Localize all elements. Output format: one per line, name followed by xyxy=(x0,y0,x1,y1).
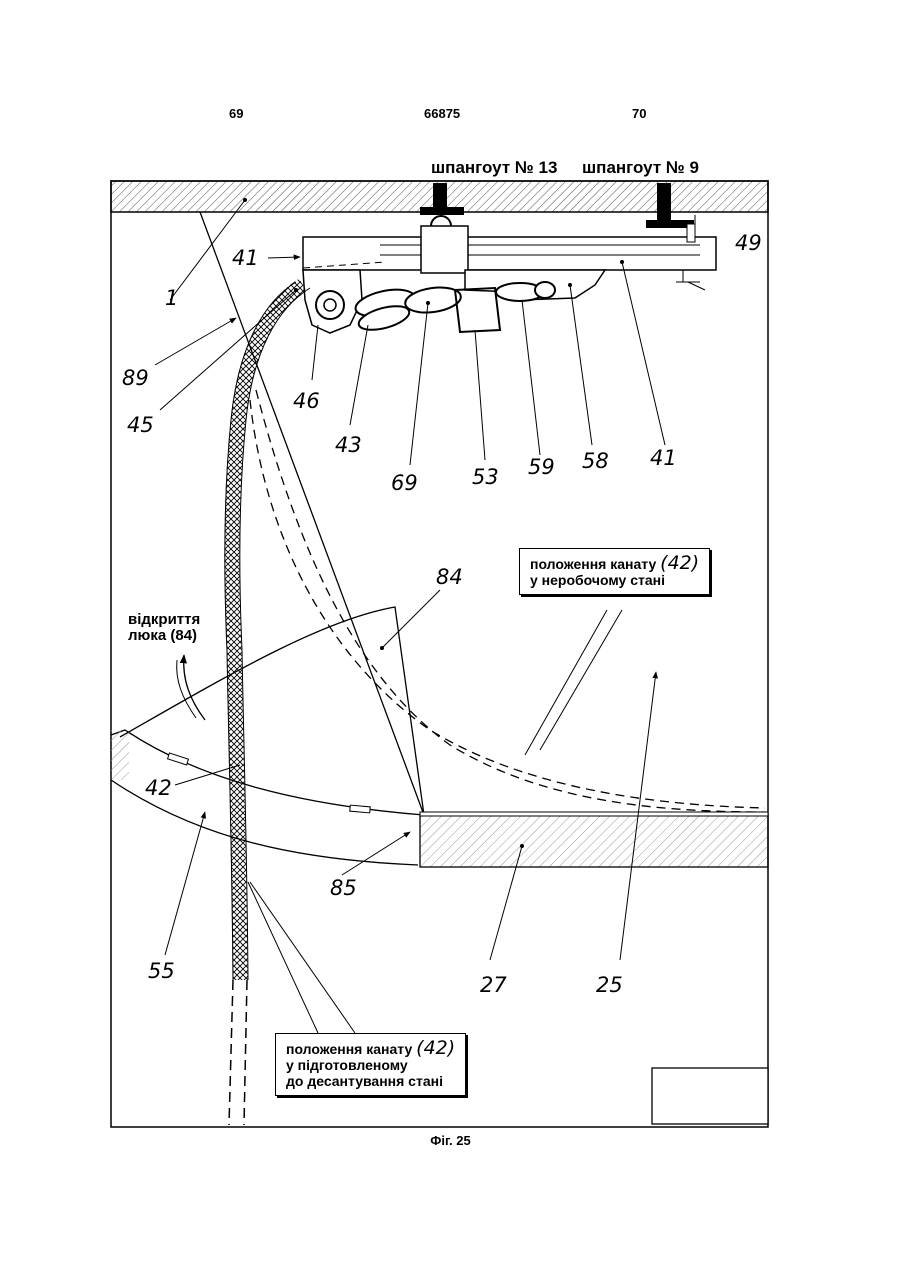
hatch-inner xyxy=(111,730,424,815)
hook-assembly xyxy=(303,270,362,333)
note-inactive-text-1: положення канату xyxy=(530,556,656,572)
ref-25: 25 xyxy=(596,973,623,997)
ref-43: 43 xyxy=(335,433,362,457)
ref-53: 53 xyxy=(472,465,499,489)
ref-69: 69 xyxy=(391,471,418,495)
ref-46: 46 xyxy=(293,389,320,413)
ref-42: 42 xyxy=(145,776,172,800)
rope-inactive-lower xyxy=(256,390,765,812)
ref-45: 45 xyxy=(127,413,154,437)
ref-84: 84 xyxy=(436,565,463,589)
note-rope-inactive: положення канату (42) у неробочому стані xyxy=(519,548,710,595)
corner-box xyxy=(652,1068,768,1124)
hatch-opening-line-2: люка (84) xyxy=(128,628,200,644)
note-ready-text-3: до десантування стані xyxy=(286,1073,455,1089)
ref-59: 59 xyxy=(528,455,555,479)
note-rope-ready: положення канату (42) у підготовленому д… xyxy=(275,1033,466,1096)
ref-41-left: 41 xyxy=(232,246,259,270)
figure-caption: Фіг. 25 xyxy=(0,1133,901,1148)
ref-85: 85 xyxy=(330,876,357,900)
rope-ready-dashed-tail xyxy=(229,980,247,1125)
hatch-opening-line-1: відкриття xyxy=(128,612,200,628)
floor-element xyxy=(420,815,768,867)
note-inactive-text-2: у неробочому стані xyxy=(530,572,699,588)
ref-58: 58 xyxy=(582,449,609,473)
ref-89: 89 xyxy=(122,366,149,390)
hatch-open-arrow xyxy=(184,655,205,720)
ref-49: 49 xyxy=(735,231,762,255)
note-inactive-line-1: положення канату (42) xyxy=(530,555,699,572)
note-ready-text-2: у підготовленому xyxy=(286,1057,455,1073)
ref-27: 27 xyxy=(480,973,507,997)
note-ready-text-1: положення канату xyxy=(286,1041,412,1057)
note-inactive-ref: (42) xyxy=(660,552,699,574)
rope-inactive-upper xyxy=(250,400,765,808)
note-ready-line-1: положення канату (42) xyxy=(286,1040,455,1057)
drawing-border xyxy=(111,181,768,1127)
note-ready-ref: (42) xyxy=(416,1037,455,1059)
ref-55: 55 xyxy=(148,959,175,983)
ref-1: 1 xyxy=(165,286,178,310)
hatch-opening-label: відкриття люка (84) xyxy=(128,612,200,644)
ref-41-right: 41 xyxy=(650,446,677,470)
